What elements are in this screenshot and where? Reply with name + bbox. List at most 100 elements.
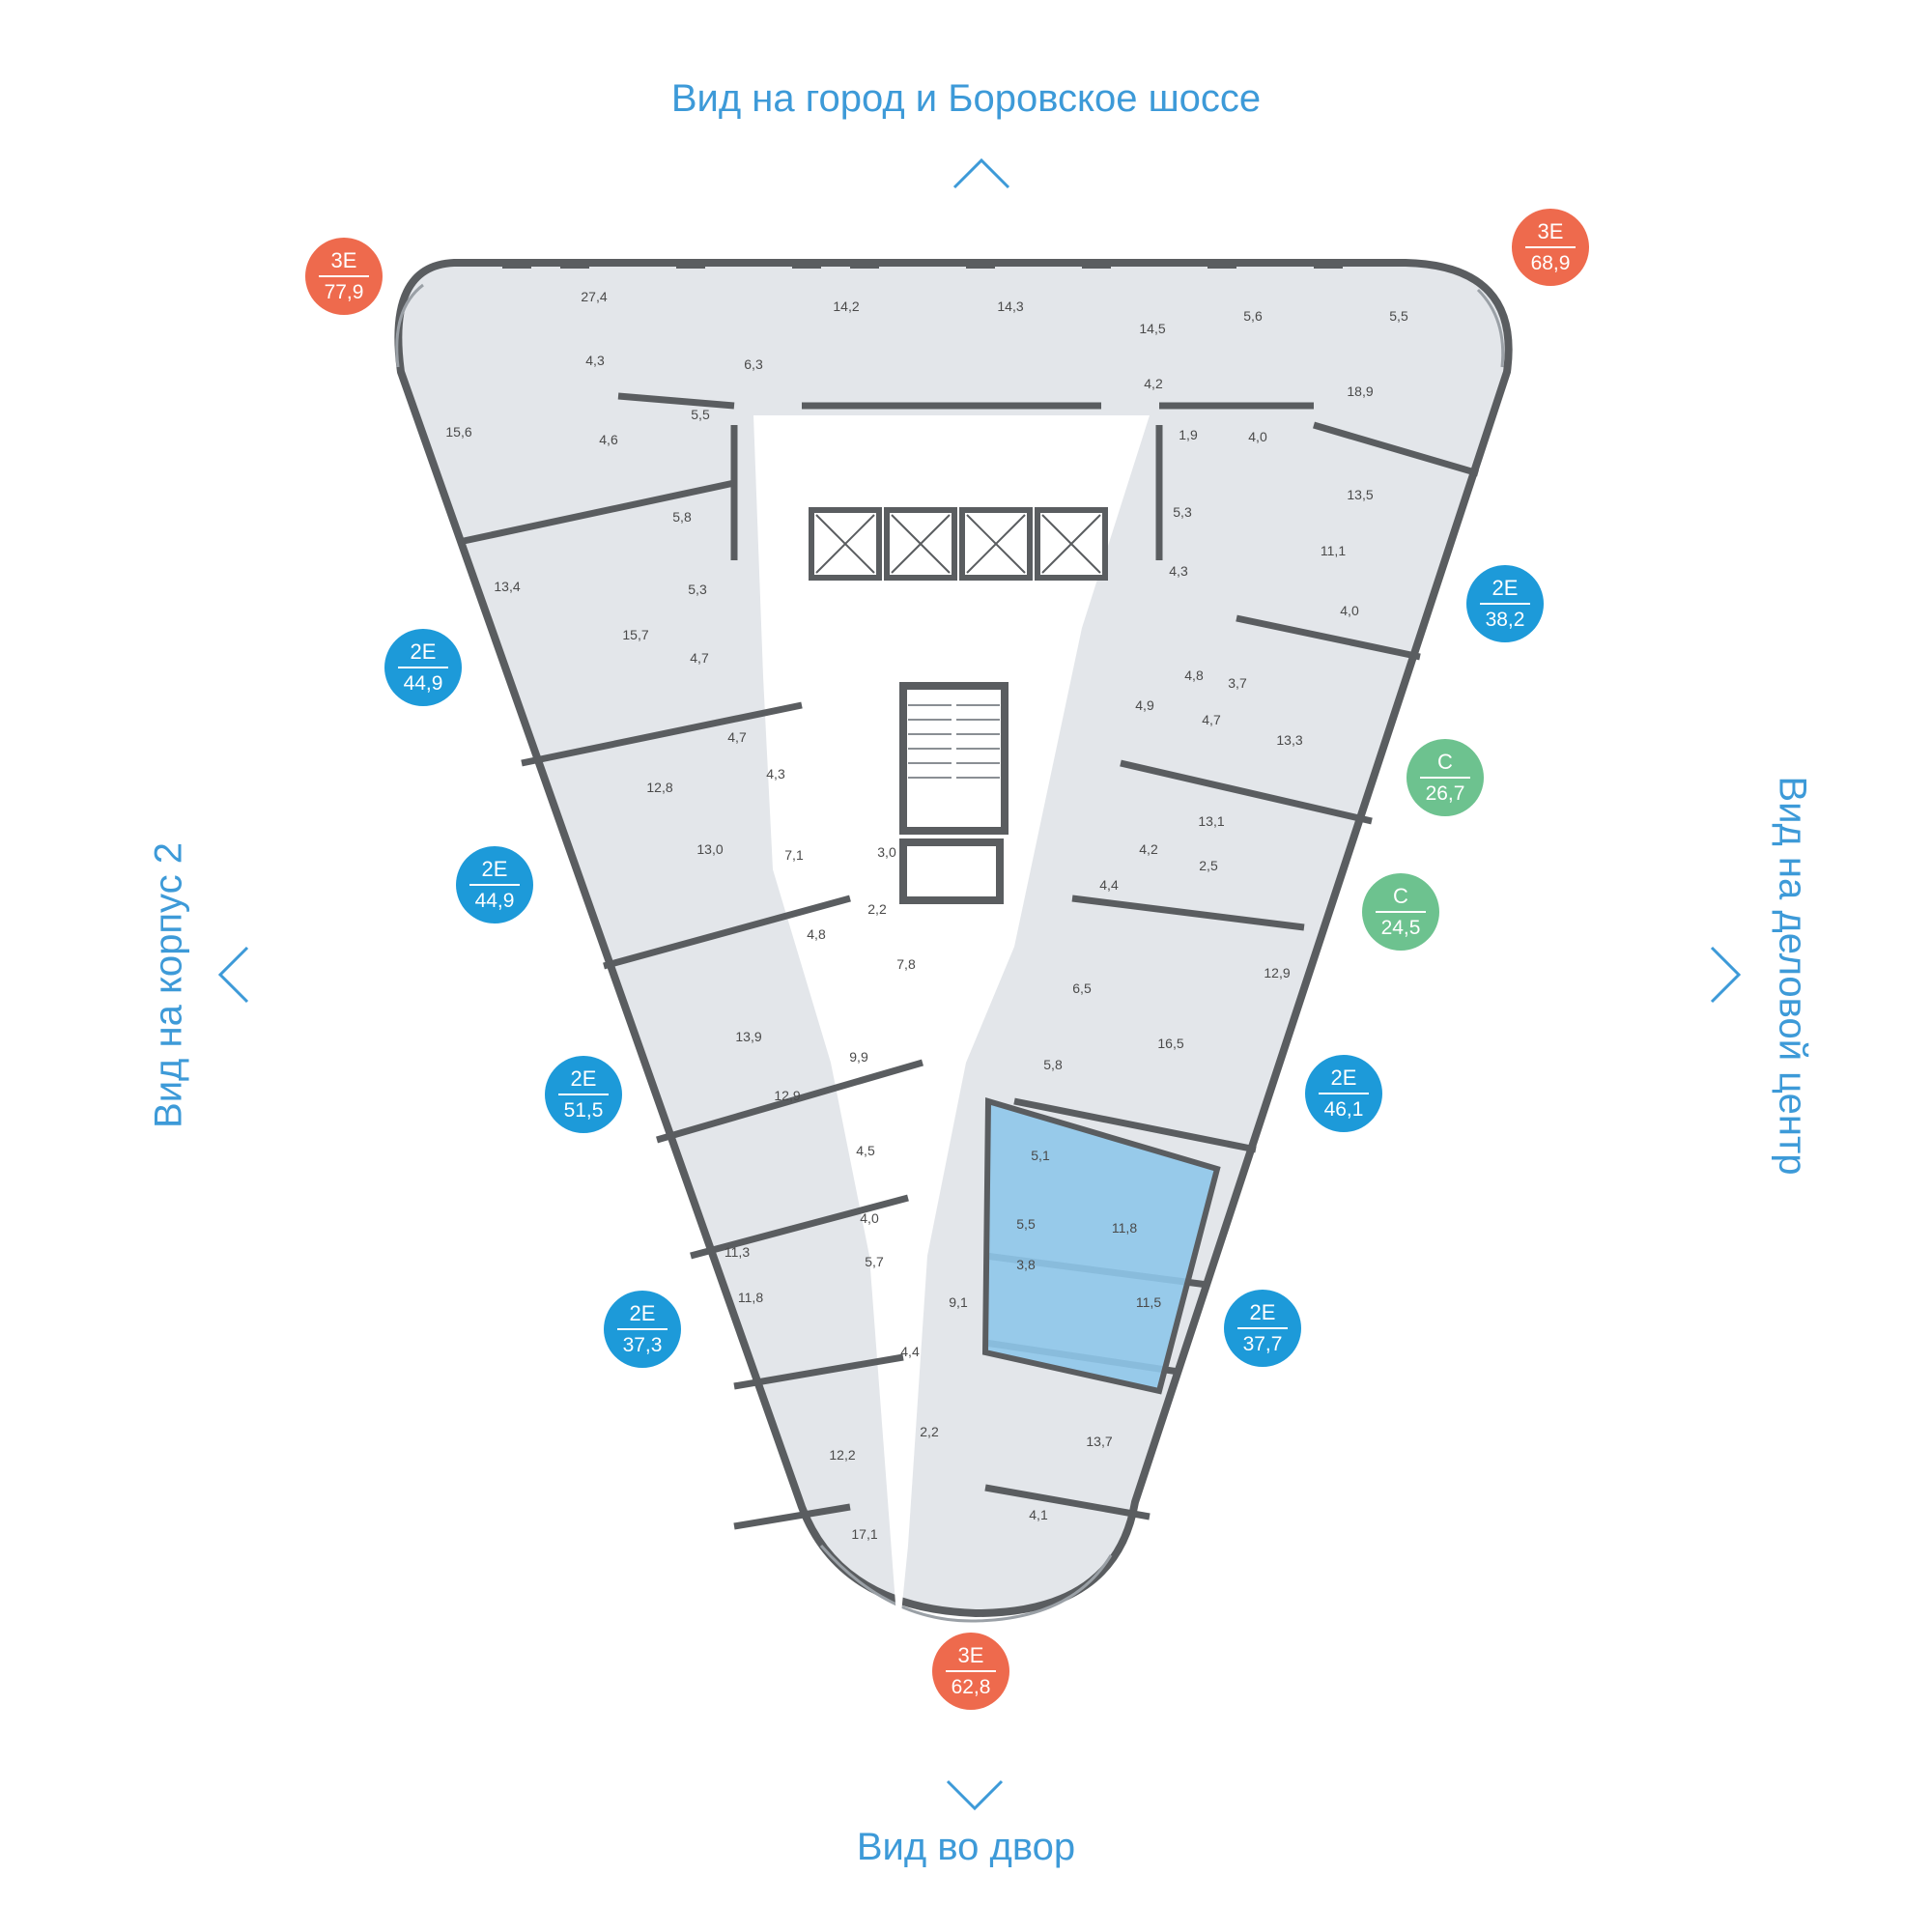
apartment-type: 2Е	[481, 857, 508, 881]
room-area-label: 4,9	[1135, 697, 1154, 713]
apartment-badge[interactable]: 3Е 68,9	[1512, 209, 1589, 286]
room-area-label: 4,3	[585, 353, 605, 368]
room-area-label: 13,5	[1347, 487, 1373, 502]
badge-divider	[469, 884, 520, 886]
apartment-type: 2Е	[1492, 576, 1519, 600]
room-area-label: 6,3	[744, 356, 763, 372]
badge-divider	[1480, 603, 1530, 605]
room-area-label: 4,2	[1144, 376, 1163, 391]
apartment-badge[interactable]: 2Е 44,9	[456, 846, 533, 923]
apartment-type: С	[1437, 750, 1453, 774]
room-area-label: 5,8	[672, 509, 692, 525]
apartment-area: 37,7	[1242, 1333, 1283, 1355]
apartment-type: 3Е	[330, 248, 357, 272]
view-label-top: Вид на город и Боровское шоссе	[670, 77, 1262, 120]
room-area-label: 9,9	[849, 1049, 868, 1065]
apartment-badge[interactable]: 3Е 62,8	[932, 1633, 1009, 1710]
apartment-area: 51,5	[563, 1099, 604, 1122]
room-area-label: 12,2	[829, 1447, 855, 1463]
room-area-label: 2,2	[920, 1424, 939, 1439]
stair-block	[899, 682, 1009, 835]
room-area-label: 5,6	[1243, 308, 1263, 324]
room-area-label: 13,4	[494, 579, 520, 594]
chevron-down-icon[interactable]	[945, 1777, 1005, 1814]
apartment-type: 3Е	[1537, 219, 1564, 243]
badge-divider	[319, 275, 369, 277]
apartment-badge[interactable]: 3Е 77,9	[305, 238, 383, 315]
room-area-label: 13,3	[1276, 732, 1302, 748]
badge-divider	[617, 1328, 668, 1330]
room-area-label: 4,6	[599, 432, 618, 447]
badge-divider	[1319, 1093, 1369, 1094]
room-area-label: 4,7	[727, 729, 747, 745]
apartment-badge[interactable]: 2Е 51,5	[545, 1056, 622, 1133]
apartment-type: 2Е	[1330, 1065, 1357, 1090]
room-area-label: 13,9	[735, 1029, 761, 1044]
apartment-area: 68,9	[1530, 252, 1571, 274]
apartment-badge[interactable]: С 26,7	[1406, 739, 1484, 816]
room-area-label: 16,5	[1157, 1036, 1183, 1051]
room-area-label: 7,8	[896, 956, 916, 972]
room-area-label: 17,1	[851, 1526, 877, 1542]
badge-divider	[558, 1094, 609, 1095]
apartment-badge[interactable]: 2Е 38,2	[1466, 565, 1544, 642]
central-core	[753, 415, 1150, 1642]
room-area-label: 4,8	[807, 926, 826, 942]
room-area-label: 4,2	[1139, 841, 1158, 857]
chevron-right-icon[interactable]	[1708, 945, 1745, 1005]
apartment-type: 2Е	[410, 639, 437, 664]
room-area-label: 4,0	[860, 1210, 879, 1226]
badge-divider	[398, 667, 448, 668]
selected-apartment-area[interactable]	[981, 1096, 1221, 1395]
room-area-label: 5,5	[1016, 1216, 1036, 1232]
room-area-label: 13,7	[1086, 1434, 1112, 1449]
room-area-label: 4,8	[1184, 668, 1204, 683]
room-area-label: 2,5	[1199, 858, 1218, 873]
apartment-area: 26,7	[1425, 782, 1465, 805]
room-area-label: 6,5	[1072, 980, 1092, 996]
room-area-label: 4,1	[1029, 1507, 1048, 1522]
apartment-type: 3Е	[957, 1643, 984, 1667]
room-area-label: 3,7	[1228, 675, 1247, 691]
chevron-left-icon[interactable]	[214, 945, 251, 1005]
apartment-type: С	[1393, 884, 1408, 908]
badge-divider	[946, 1670, 996, 1672]
room-area-label: 5,7	[865, 1254, 884, 1269]
room-area-label: 4,0	[1340, 603, 1359, 618]
room-area-label: 13,0	[696, 841, 723, 857]
apartment-type: 2Е	[570, 1066, 597, 1091]
room-area-label: 14,3	[997, 298, 1023, 314]
room-area-label: 4,3	[1169, 563, 1188, 579]
room-area-label: 12,9	[1264, 965, 1290, 980]
badge-divider	[1376, 911, 1426, 913]
room-area-label: 11,8	[738, 1290, 763, 1305]
room-area-label: 4,4	[900, 1344, 920, 1359]
room-area-label: 11,1	[1321, 543, 1346, 558]
room-area-label: 11,3	[724, 1244, 750, 1260]
room-area-label: 11,8	[1112, 1220, 1137, 1236]
room-area-label: 5,3	[1173, 504, 1192, 520]
room-area-label: 7,1	[784, 847, 804, 863]
apartment-area: 38,2	[1485, 609, 1525, 631]
room-area-label: 4,7	[1202, 712, 1221, 727]
room-area-label: 14,2	[833, 298, 859, 314]
room-area-label: 4,3	[766, 766, 785, 781]
badge-divider	[1525, 246, 1576, 248]
chevron-up-icon[interactable]	[952, 155, 1011, 191]
room-area-label: 3,8	[1016, 1257, 1036, 1272]
badge-divider	[1237, 1327, 1288, 1329]
apartment-area: 44,9	[474, 890, 515, 912]
apartment-area: 37,3	[622, 1334, 663, 1356]
apartment-area: 77,9	[324, 281, 364, 303]
room-area-label: 4,0	[1248, 429, 1267, 444]
room-area-label: 18,9	[1347, 384, 1373, 399]
apartment-area: 62,8	[951, 1676, 991, 1698]
room-area-label: 2,2	[867, 901, 887, 917]
